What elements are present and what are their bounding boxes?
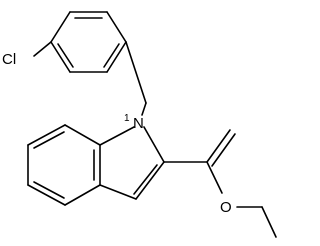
pyrrole-ring (99, 126, 165, 200)
structure-canvas: Cl N 1 O (2, 11, 277, 238)
indole-benzene-ring (27, 124, 101, 206)
molecule-drawing: Cl N 1 O (2, 11, 277, 238)
benzyl-ch2-bond-2 (141, 102, 147, 116)
ethyl-ester (163, 129, 277, 238)
chlorophenyl-ring (50, 11, 127, 73)
benzyl-ch2-bond-1 (125, 41, 147, 104)
chlorine-atom-label: Cl (2, 51, 16, 68)
nitrogen-atom-label: N (133, 115, 144, 132)
locant-superscript: 1 (124, 113, 130, 124)
ester-oxygen-label: O (220, 199, 232, 216)
c-cl-bond (33, 41, 52, 57)
